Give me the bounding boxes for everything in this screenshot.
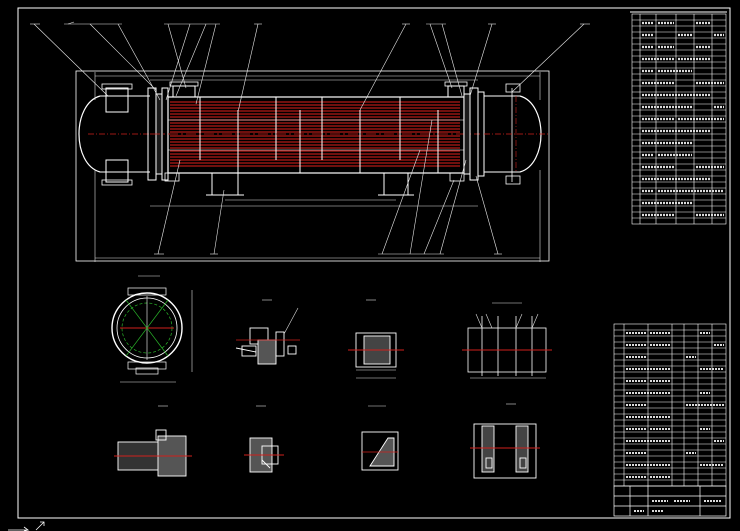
circle-section-icon	[111, 275, 193, 383]
weld-detail-icon	[114, 405, 192, 477]
left-nozzle-top	[105, 87, 129, 113]
leader-lines-top	[33, 21, 585, 113]
tierod-detail-icon	[470, 403, 540, 479]
tech-spec-rows	[632, 19, 726, 219]
saddle-supports	[206, 172, 414, 196]
baffle-detail-icon	[462, 302, 552, 379]
dimension-lines	[94, 72, 541, 262]
tech-spec-table	[631, 13, 727, 225]
parts-list-table	[613, 323, 727, 487]
flange-detail-icon	[235, 299, 300, 365]
left-nozzle-bottom	[105, 159, 129, 183]
ucs-axis-icon	[8, 521, 45, 531]
parts-list-rows	[614, 329, 726, 481]
support-detail-icon	[361, 405, 399, 471]
leader-lines-bottom	[157, 119, 499, 255]
gasket-detail-icon	[244, 405, 284, 473]
baffles	[199, 97, 439, 173]
main-view-frame	[75, 70, 550, 262]
left-head	[78, 95, 101, 173]
right-tubesheet	[463, 93, 471, 175]
main-view	[30, 21, 590, 262]
tube-bundle	[170, 101, 460, 167]
title-block	[613, 485, 727, 517]
drawing-border	[17, 7, 731, 519]
nozzle-detail-icon	[348, 299, 404, 379]
